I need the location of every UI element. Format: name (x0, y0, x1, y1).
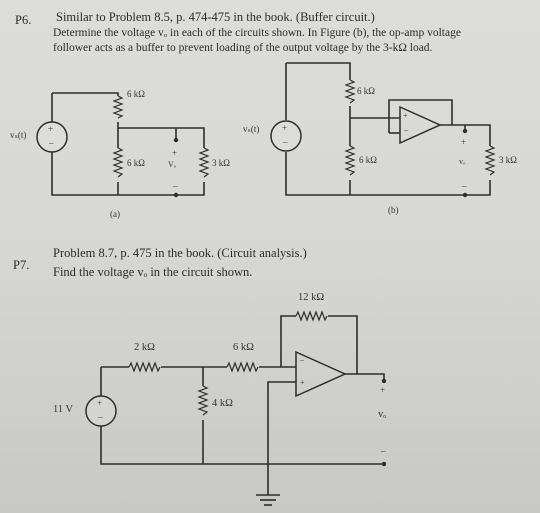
figure-a-output-minus: – (173, 181, 178, 191)
figure-b-resistor-load (484, 145, 496, 176)
figure-a-output-plus: + (172, 148, 178, 158)
figure-a-source-plus: + (48, 124, 54, 134)
figure-b-op-amp (399, 105, 442, 145)
figure-b-resistor-top (344, 79, 356, 104)
p6-title-line: Similar to Problem 8.5, p. 474-475 in th… (56, 10, 375, 24)
p6-description-line-2: follower acts as a buffer to prevent loa… (53, 42, 433, 54)
figure-b-resistor-bottom (344, 145, 356, 176)
p7-resistor-6k-label: 6 kΩ (233, 342, 254, 353)
figure-a-voltage-source (36, 121, 68, 153)
figure-a-resistor-top-label: 6 kΩ (127, 89, 145, 99)
p7-source-label: 11 V (53, 404, 74, 415)
figure-a-resistor-top (112, 95, 124, 119)
figure-b-output-label: vₒ (459, 157, 466, 166)
p6-description-line-1: Determine the voltage vₒ in each of the … (53, 27, 461, 39)
figure-b-terminal-bottom (462, 192, 468, 198)
figure-b-source-label: vₛ(t) (243, 124, 260, 134)
p7-terminal-top (381, 378, 387, 384)
p7-output-minus: – (381, 446, 386, 456)
p7-resistor-4k (197, 385, 209, 416)
figure-b-resistor-bottom-label: 6 kΩ (359, 155, 377, 165)
p7-op-amp (295, 350, 347, 398)
p6-number: P6. (15, 13, 32, 27)
figure-a-resistor-load-label: 3 kΩ (212, 158, 230, 168)
p7-circuit (85, 310, 387, 506)
figure-b-opamp-plus: + (403, 111, 408, 120)
p7-description-line: Find the voltage vₒ in the circuit shown… (53, 265, 253, 279)
figure-b-output-plus: + (461, 137, 467, 147)
p7-number: P7. (13, 258, 30, 272)
figure-b-resistor-load-label: 3 kΩ (499, 155, 517, 165)
figure-a-terminal-bottom (173, 192, 179, 198)
p7-voltage-source (85, 395, 117, 427)
p7-resistor-4k-label: 4 kΩ (212, 398, 233, 409)
figure-b-terminal-top (462, 128, 468, 134)
figure-b-resistor-top-label: 6 kΩ (357, 86, 375, 96)
p7-resistor-12k-label: 12 kΩ (298, 292, 325, 303)
p7-opamp-minus: – (300, 355, 304, 364)
figure-a-resistor-bottom (112, 147, 124, 178)
figure-a-source-label: vₛ(t) (10, 130, 27, 140)
p7-resistor-2k (128, 361, 161, 373)
figure-b-voltage-source (270, 120, 302, 152)
p7-output-label: vₒ (378, 409, 387, 420)
p7-source-plus: + (97, 398, 103, 408)
figure-a-output-label: Vₒ (168, 160, 177, 169)
figure-b-output-minus: – (462, 181, 467, 191)
figure-a-resistor-load (198, 147, 210, 178)
p7-output-plus: + (380, 385, 386, 395)
figure-a-caption: (a) (110, 209, 120, 219)
figure-b-circuit (270, 62, 496, 198)
p7-terminal-bottom (381, 461, 387, 467)
figure-b-caption: (b) (388, 205, 399, 215)
figure-a-circuit (36, 92, 210, 198)
p7-resistor-12k (295, 310, 328, 322)
p7-title-line: Problem 8.7, p. 475 in the book. (Circui… (53, 246, 307, 260)
figure-b-source-plus: + (282, 123, 288, 133)
figure-b-opamp-minus: – (404, 125, 408, 134)
figure-a-source-minus: – (49, 138, 54, 148)
p7-resistor-6k (226, 361, 259, 373)
figure-b-source-minus: – (283, 137, 288, 147)
p7-resistor-2k-label: 2 kΩ (134, 342, 155, 353)
figure-a-resistor-bottom-label: 6 kΩ (127, 158, 145, 168)
p7-source-minus: – (98, 412, 103, 422)
p7-opamp-plus: + (300, 378, 305, 387)
figure-a-terminal-top (173, 137, 179, 143)
